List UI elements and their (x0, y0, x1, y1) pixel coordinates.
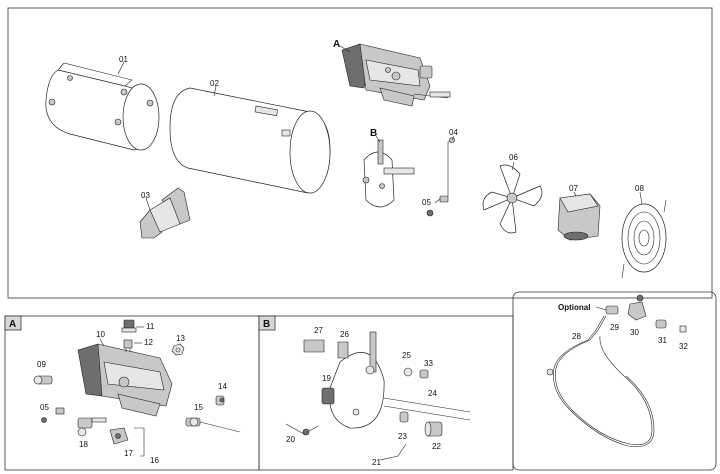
callout-03: 03 (141, 191, 150, 200)
detail-a-parts (33, 319, 241, 457)
callout-15: 15 (194, 403, 203, 412)
leader-01 (117, 61, 125, 75)
callout-24: 24 (428, 389, 437, 398)
callout-26: 26 (340, 330, 349, 339)
assembly-b-burner-plate (362, 139, 415, 208)
callout-22: 22 (432, 442, 441, 451)
callout-12: 12 (144, 338, 153, 347)
callout-02: 02 (210, 79, 219, 88)
callout-05-detail: 05 (40, 403, 49, 412)
callout-04: 04 (449, 128, 458, 137)
leader-06 (511, 161, 515, 171)
callout-01: 01 (119, 55, 128, 64)
leader-b (375, 135, 381, 143)
callout-08: 08 (635, 184, 644, 193)
callout-18: 18 (79, 440, 88, 449)
callout-27: 27 (314, 326, 323, 335)
section-b-tag (258, 315, 276, 331)
section-a-tag (4, 315, 22, 331)
callout-30: 30 (630, 328, 639, 337)
leader-04 (451, 135, 455, 141)
detail-frame-b (258, 315, 514, 471)
part-06-fan-blade (482, 164, 543, 234)
leader-a (339, 45, 351, 53)
part-02-combustion-chamber (169, 87, 331, 194)
top-assembly-a (341, 43, 451, 107)
optional-hose-kit (546, 294, 687, 447)
callout-17: 17 (124, 449, 133, 458)
callout-09: 09 (37, 360, 46, 369)
leader-05 (434, 198, 441, 204)
leader-08 (639, 191, 643, 205)
callout-29: 29 (610, 323, 619, 332)
callout-07: 07 (569, 184, 578, 193)
marker-a-top: A (333, 39, 340, 50)
main-assembly-frame (7, 7, 713, 299)
part-04-thermocouple (445, 137, 455, 199)
callout-11: 11 (146, 322, 155, 331)
callout-33: 33 (424, 359, 433, 368)
callout-32: 32 (679, 342, 688, 351)
callout-16: 16 (150, 456, 159, 465)
leader-02 (213, 85, 217, 97)
section-a-label: A (9, 319, 16, 330)
callout-06: 06 (509, 153, 518, 162)
callout-23: 23 (398, 432, 407, 441)
part-03-support-stand (139, 187, 191, 239)
leader-optional (595, 306, 607, 311)
callout-20: 20 (286, 435, 295, 444)
leader-07 (573, 191, 577, 197)
callout-10: 10 (96, 330, 105, 339)
callout-25: 25 (402, 351, 411, 360)
detail-b-parts (285, 331, 471, 461)
part-08-fan-guard (621, 199, 667, 279)
callout-14: 14 (218, 382, 227, 391)
callout-31: 31 (658, 336, 667, 345)
optional-frame (512, 291, 717, 471)
section-b-label: B (263, 319, 270, 330)
callout-19: 19 (322, 374, 331, 383)
marker-b-top: B (370, 128, 377, 139)
callout-13: 13 (176, 334, 185, 343)
leader-03 (145, 197, 151, 211)
optional-label: Optional (558, 303, 590, 312)
part-01-outer-shell (45, 62, 160, 151)
callout-21: 21 (372, 458, 381, 467)
part-07-fan-motor (557, 193, 601, 241)
leader-10 (99, 338, 105, 347)
callout-05-main: 05 (422, 198, 431, 207)
callout-28: 28 (572, 332, 581, 341)
